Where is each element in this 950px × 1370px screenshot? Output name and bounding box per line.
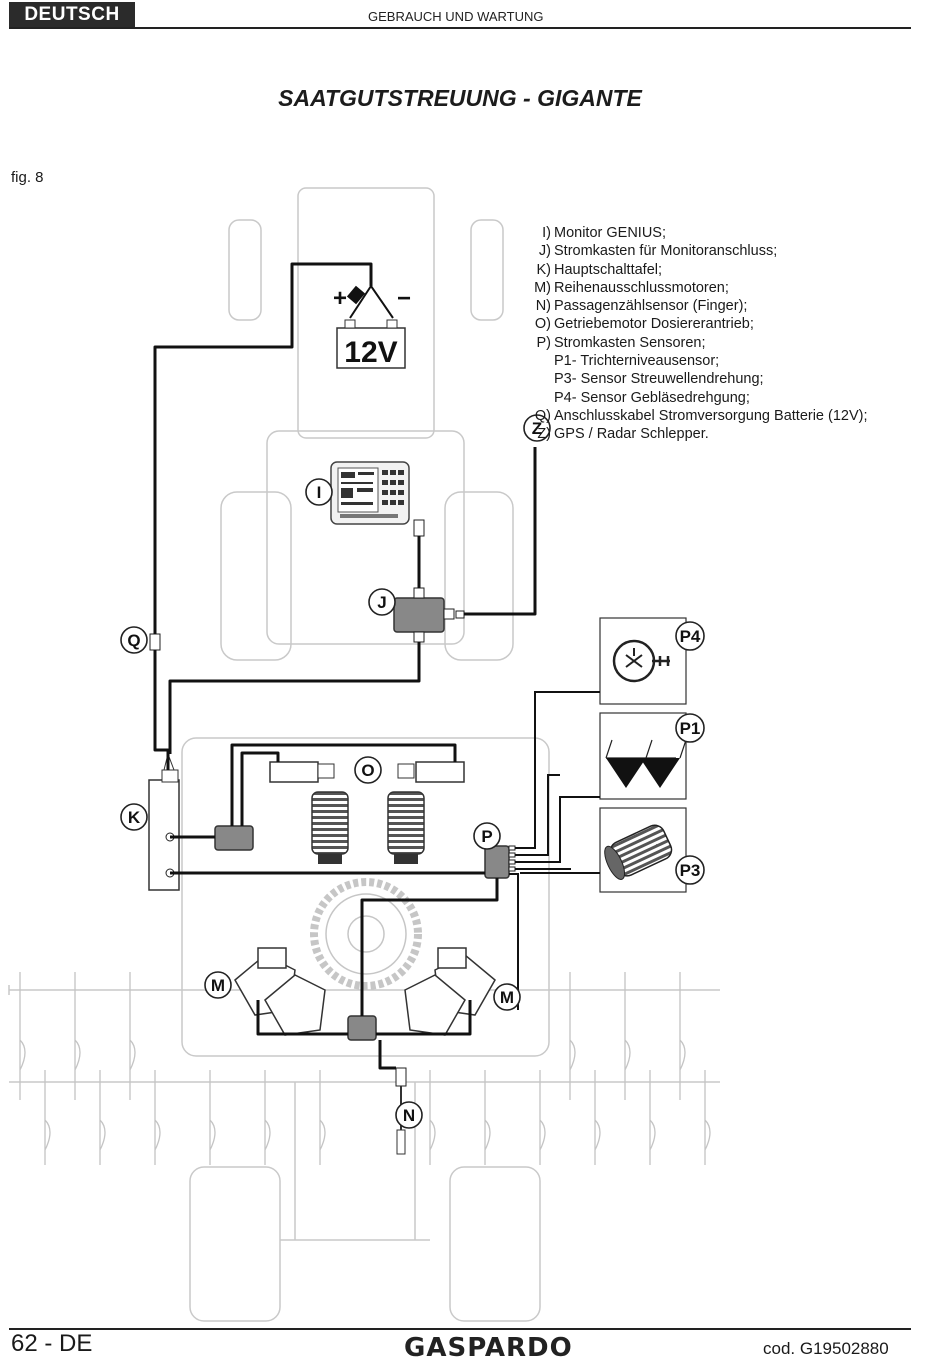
svg-text:O: O — [361, 761, 374, 780]
callout-p1: P1 — [675, 713, 705, 743]
legend-subitem: P4- Sensor Gebläsedrehgung; — [554, 389, 750, 406]
sensor-junction-box-p — [484, 845, 516, 879]
section-title: GEBRAUCH UND WARTUNG — [368, 9, 544, 24]
svg-text:J: J — [377, 593, 386, 612]
legend-item: M)Reihenausschlussmotoren; — [534, 279, 729, 296]
svg-text:I: I — [317, 483, 322, 502]
seeder-outline — [8, 737, 720, 1322]
junction-box-j — [393, 519, 465, 643]
callout-m-left: M — [204, 971, 232, 999]
battery-minus-sign: − — [397, 285, 411, 312]
legend-item: Z)GPS / Radar Schlepper. — [537, 426, 709, 443]
svg-text:P3: P3 — [680, 861, 701, 880]
svg-text:M: M — [500, 988, 514, 1007]
callout-z: Z — [523, 414, 551, 442]
gear-motor-o — [269, 761, 465, 864]
callout-k: K — [120, 803, 148, 831]
legend-item: K)Hauptschalttafel; — [536, 261, 663, 278]
svg-text:P: P — [481, 827, 492, 846]
brand-logo: GASPARDO — [404, 1333, 573, 1363]
battery: 12V + − — [333, 284, 411, 369]
callouts: I J Q Z K O P P4 P1 P3 M M N — [120, 414, 705, 1129]
main-switch-panel-k — [148, 752, 180, 891]
cables — [153, 262, 537, 1070]
wiring-diagram: 12V + − — [8, 187, 720, 1322]
legend-item: P)Stromkasten Sensoren; — [536, 334, 706, 351]
motor-junction-box — [347, 1015, 377, 1041]
front-row-elements — [19, 972, 686, 1100]
callout-p3: P3 — [675, 855, 705, 885]
header-rule — [9, 27, 911, 29]
document-title: SAATGUTSTREUUNG - GIGANTE — [278, 85, 642, 111]
language-tab: DEUTSCH — [9, 2, 135, 28]
document-code: cod. G19502880 — [763, 1339, 889, 1358]
sensor-p1-panel — [599, 712, 687, 800]
legend-item: J)Stromkasten für Monitoranschluss; — [538, 243, 778, 260]
legend-item: O)Getriebemotor Dosiererantrieb; — [534, 316, 754, 333]
callout-q: Q — [120, 626, 148, 654]
legend-subitem: P3- Sensor Streuwellendrehung; — [554, 371, 764, 388]
svg-text:M: M — [211, 976, 225, 995]
svg-text:P4: P4 — [680, 627, 701, 646]
seeding-elements — [19, 972, 711, 1165]
legend-item: N)Passagenzählsensor (Finger); — [535, 298, 748, 315]
battery-voltage-label: 12V — [344, 336, 397, 369]
callout-p: P — [473, 822, 501, 850]
connector-q — [149, 633, 161, 651]
sensor-cables — [509, 691, 600, 1010]
svg-text:N: N — [403, 1106, 415, 1125]
legend-item: Q)Anschlusskabel Stromversorgung Batteri… — [534, 407, 868, 424]
callout-p4: P4 — [675, 621, 705, 651]
junction-box-dosing — [214, 825, 254, 851]
callout-o: O — [354, 756, 382, 784]
svg-text:K: K — [128, 808, 141, 827]
battery-plus-sign: + — [333, 285, 347, 312]
rear-row-elements — [44, 1070, 711, 1165]
row-shutoff-motors-m — [234, 947, 496, 1036]
component-legend: I)Monitor GENIUS; J)Stromkasten für Moni… — [524, 224, 868, 444]
tractor-outline — [220, 187, 514, 661]
svg-text:Q: Q — [127, 631, 140, 650]
callout-i: I — [305, 478, 333, 506]
sensor-p3-panel — [599, 807, 687, 893]
fan-wheel — [310, 878, 422, 990]
monitor-genius — [330, 461, 410, 525]
callout-n: N — [395, 1101, 423, 1129]
svg-text:P1: P1 — [680, 719, 701, 738]
sensor-p4-panel — [599, 617, 687, 705]
svg-text:Z: Z — [532, 419, 542, 438]
page-number: 62 - DE — [11, 1330, 93, 1357]
footer-rule — [9, 1328, 911, 1330]
legend-subitem: P1- Trichterniveausensor; — [554, 353, 720, 370]
figure-label: fig. 8 — [11, 169, 44, 186]
callout-m-right: M — [493, 983, 521, 1011]
callout-j: J — [368, 588, 396, 616]
legend-item: I)Monitor GENIUS; — [542, 225, 666, 241]
